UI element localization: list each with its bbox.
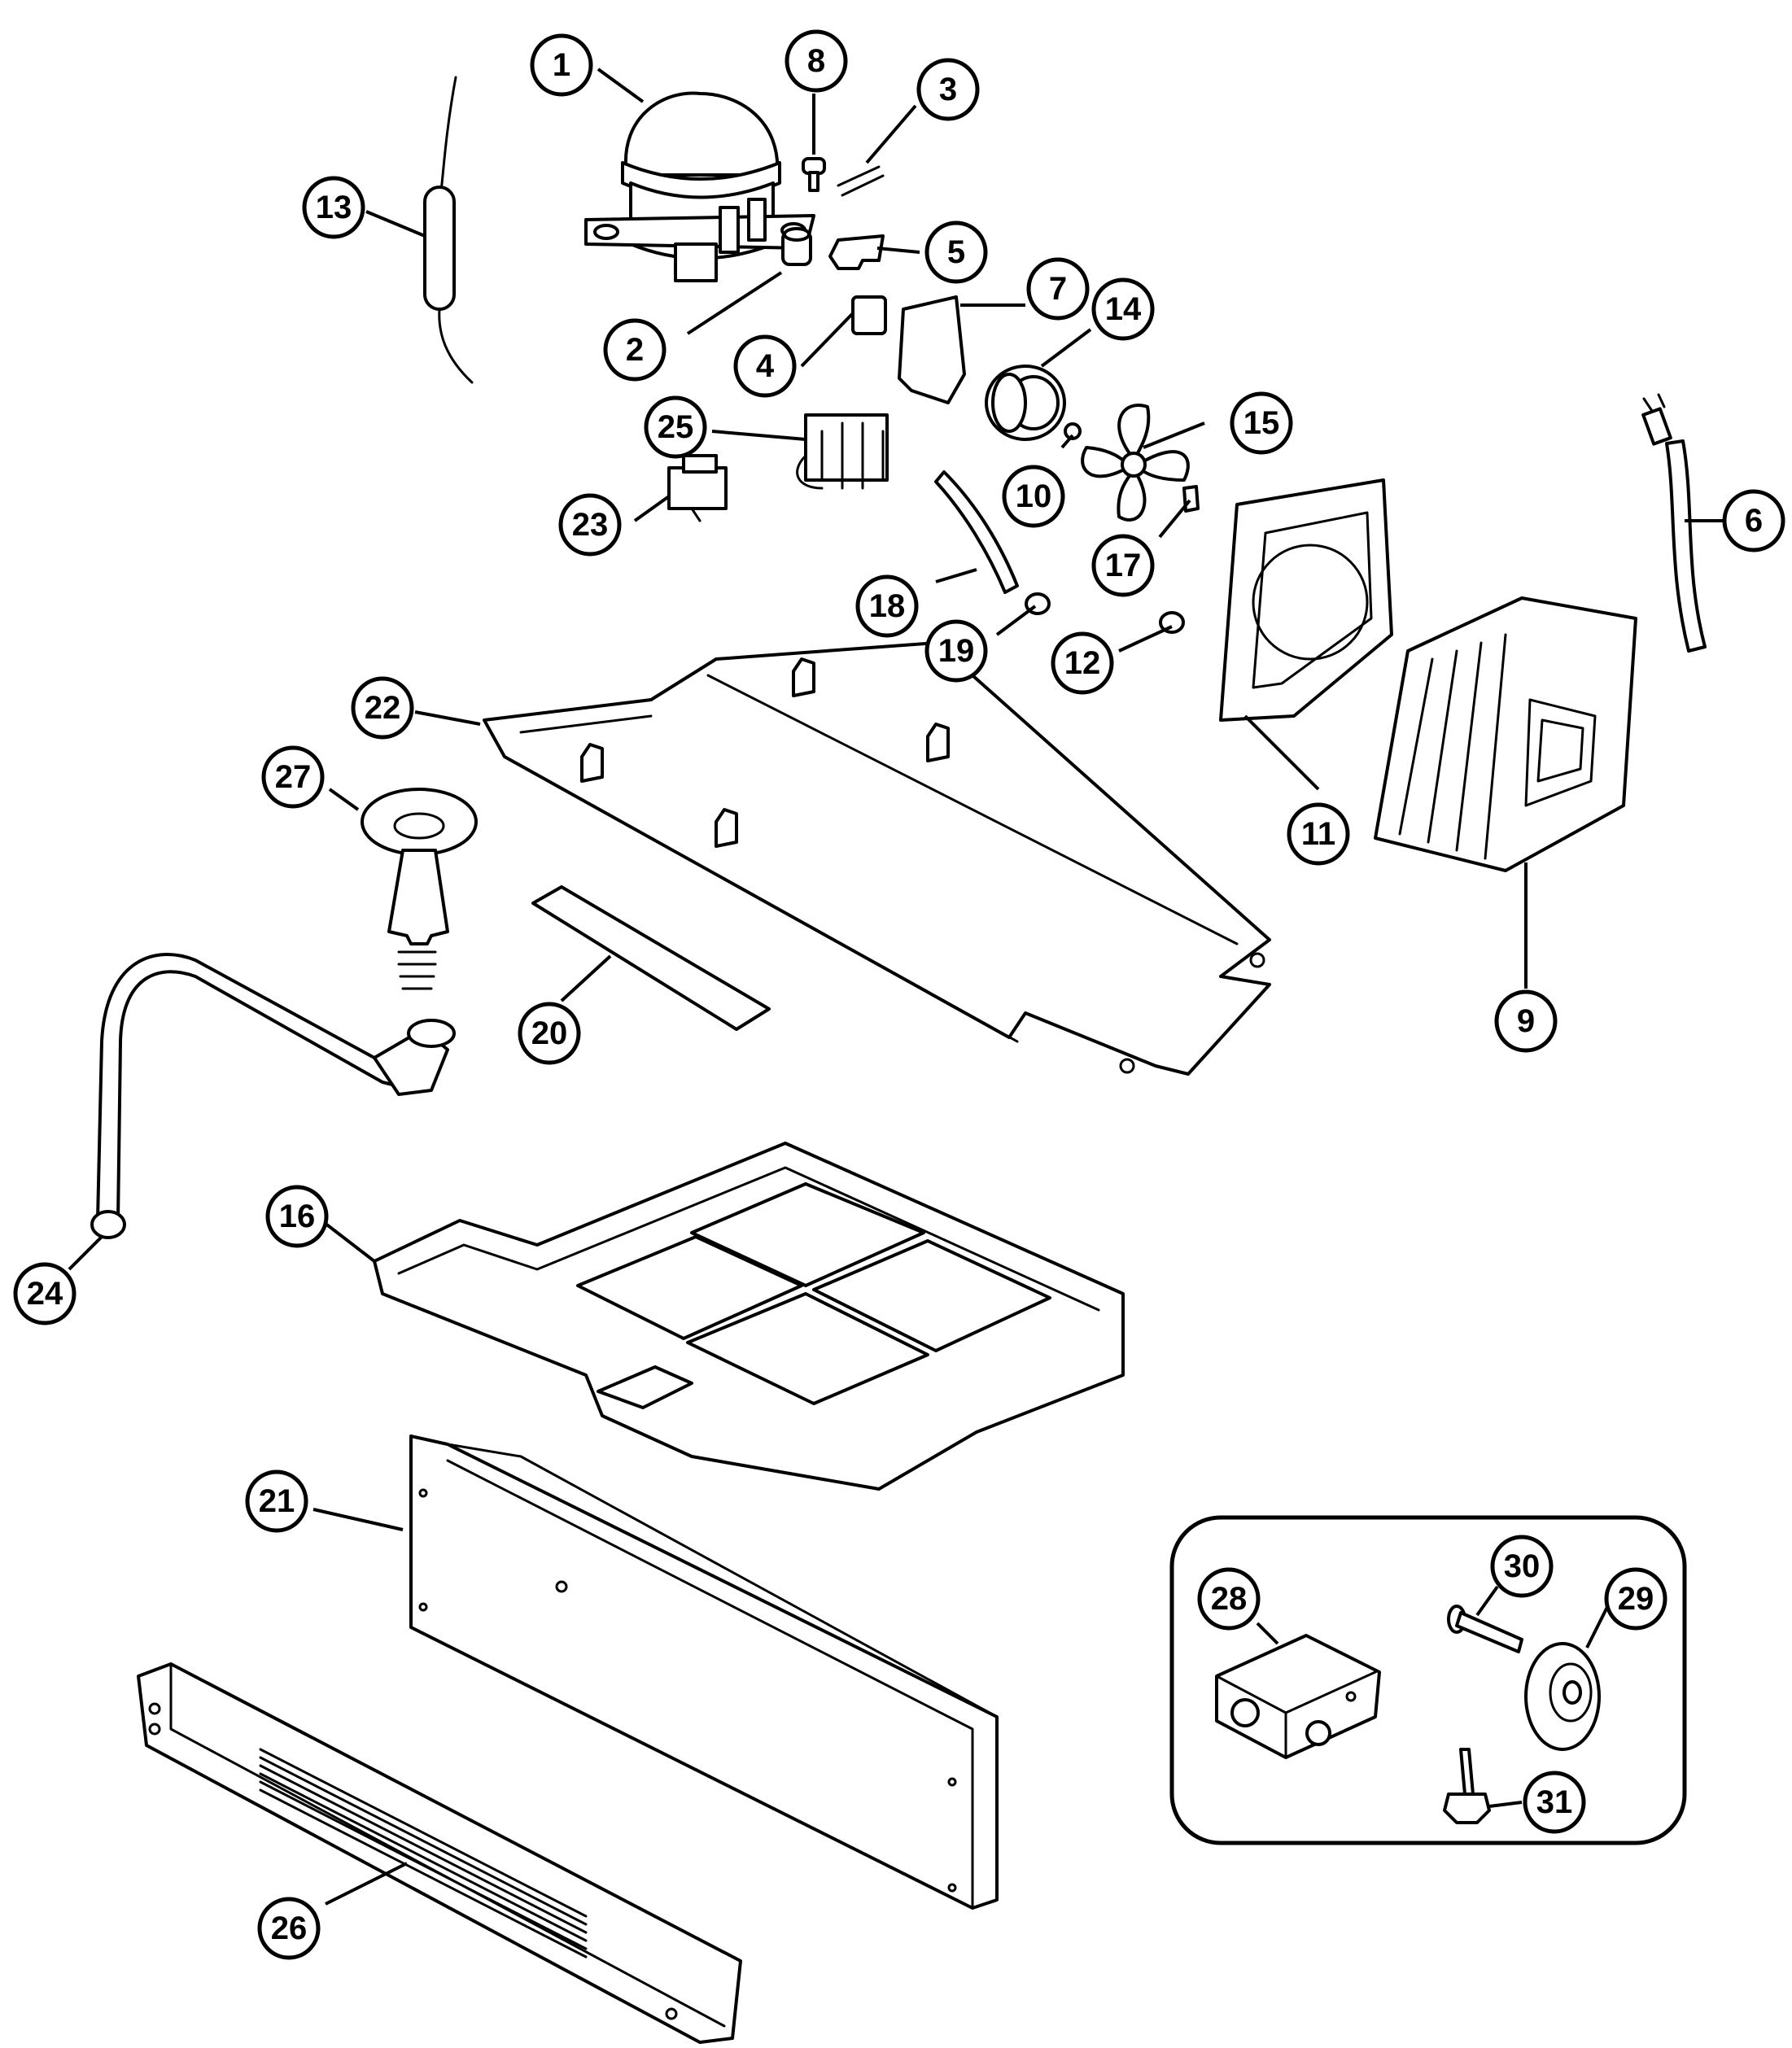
callout-29: 29 xyxy=(1604,1567,1667,1631)
callout-5: 5 xyxy=(924,221,988,284)
part-nut xyxy=(1064,422,1082,440)
callout-11: 11 xyxy=(1287,802,1350,866)
svg-text:24: 24 xyxy=(27,1276,63,1312)
part-grommet-small-2 xyxy=(1159,611,1185,634)
part-access-panel xyxy=(409,1434,999,1910)
callout-19: 19 xyxy=(924,619,988,683)
svg-text:1: 1 xyxy=(553,47,570,83)
callout-28: 28 xyxy=(1197,1567,1261,1631)
svg-text:4: 4 xyxy=(756,348,775,384)
inset-frame xyxy=(1169,1515,1687,1845)
callouts: 1 2 3 4 5 6 7 8 9 10 11 12 13 14 15 16 1… xyxy=(13,29,1785,1960)
callout-25: 25 xyxy=(644,395,707,459)
callout-18: 18 xyxy=(855,574,919,638)
callout-27: 27 xyxy=(261,745,325,809)
callout-4: 4 xyxy=(733,334,797,398)
svg-text:27: 27 xyxy=(275,759,312,795)
callout-3: 3 xyxy=(916,58,980,121)
svg-text:25: 25 xyxy=(658,409,694,445)
callout-10: 10 xyxy=(1002,465,1065,528)
svg-text:19: 19 xyxy=(938,633,975,669)
part-roller-assembly xyxy=(1215,1634,1381,1759)
callout-21: 21 xyxy=(245,1469,308,1533)
part-fan-blade xyxy=(1081,404,1190,522)
svg-text:7: 7 xyxy=(1049,271,1067,307)
callout-7: 7 xyxy=(1026,257,1090,321)
callout-22: 22 xyxy=(351,676,414,740)
svg-text:3: 3 xyxy=(939,72,957,107)
svg-text:6: 6 xyxy=(1745,503,1763,539)
svg-text:11: 11 xyxy=(1301,816,1335,852)
callout-24: 24 xyxy=(13,1262,76,1325)
svg-text:12: 12 xyxy=(1064,645,1101,681)
part-overload-cover xyxy=(898,295,966,404)
part-grommet xyxy=(781,227,812,266)
callout-9: 9 xyxy=(1494,989,1558,1053)
part-wire-harness xyxy=(796,413,889,490)
svg-text:21: 21 xyxy=(259,1483,295,1519)
part-compressor xyxy=(584,91,815,282)
part-drain-funnel xyxy=(361,788,478,990)
part-switch xyxy=(667,454,728,522)
svg-text:14: 14 xyxy=(1105,291,1142,327)
svg-text:20: 20 xyxy=(531,1015,568,1051)
svg-text:9: 9 xyxy=(1517,1003,1535,1039)
callout-12: 12 xyxy=(1051,631,1114,695)
svg-text:31: 31 xyxy=(1536,1784,1573,1820)
callout-17: 17 xyxy=(1091,534,1155,597)
part-leveling-leg xyxy=(1443,1748,1491,1824)
svg-text:29: 29 xyxy=(1618,1581,1654,1617)
part-relay xyxy=(851,295,887,335)
svg-text:2: 2 xyxy=(626,332,644,368)
callout-14: 14 xyxy=(1091,277,1155,341)
part-axle-pin xyxy=(1447,1605,1523,1653)
part-bracket xyxy=(828,234,885,270)
svg-text:10: 10 xyxy=(1016,478,1052,514)
svg-text:15: 15 xyxy=(1243,405,1280,441)
part-drier xyxy=(423,76,474,384)
callout-23: 23 xyxy=(558,493,622,557)
leader-lines xyxy=(68,68,1725,1906)
callout-20: 20 xyxy=(518,1002,581,1065)
callout-8: 8 xyxy=(785,29,848,93)
callout-30: 30 xyxy=(1490,1535,1554,1598)
parts-drawings xyxy=(90,76,1707,2044)
svg-text:16: 16 xyxy=(279,1199,316,1234)
part-channel xyxy=(531,885,771,1031)
callout-16: 16 xyxy=(265,1185,329,1248)
part-condenser xyxy=(1374,596,1637,872)
part-drain-tube xyxy=(90,953,456,1239)
svg-text:26: 26 xyxy=(271,1910,308,1946)
part-toe-grille xyxy=(137,1662,742,2044)
svg-text:17: 17 xyxy=(1105,548,1142,583)
svg-text:23: 23 xyxy=(572,507,609,543)
callout-31: 31 xyxy=(1523,1771,1586,1834)
callout-26: 26 xyxy=(257,1897,321,1960)
svg-text:22: 22 xyxy=(365,690,401,726)
svg-text:30: 30 xyxy=(1504,1548,1541,1584)
svg-text:5: 5 xyxy=(947,234,965,270)
part-base-rail xyxy=(483,641,1271,1076)
svg-text:13: 13 xyxy=(316,190,352,225)
callout-13: 13 xyxy=(302,176,365,239)
part-power-cord xyxy=(1641,393,1707,653)
callout-6: 6 xyxy=(1722,489,1785,552)
part-screw-shank xyxy=(808,171,820,192)
part-strap xyxy=(934,470,1019,594)
part-fan-shroud xyxy=(1219,478,1393,722)
part-fan-motor xyxy=(985,365,1066,441)
part-clip xyxy=(837,165,885,197)
callout-15: 15 xyxy=(1230,391,1293,455)
svg-text:8: 8 xyxy=(807,43,825,79)
callout-2: 2 xyxy=(603,318,667,382)
callout-1: 1 xyxy=(530,33,593,97)
svg-text:28: 28 xyxy=(1211,1581,1248,1617)
part-wheel xyxy=(1524,1642,1601,1751)
svg-text:18: 18 xyxy=(869,588,906,624)
part-drain-pan xyxy=(373,1142,1125,1491)
